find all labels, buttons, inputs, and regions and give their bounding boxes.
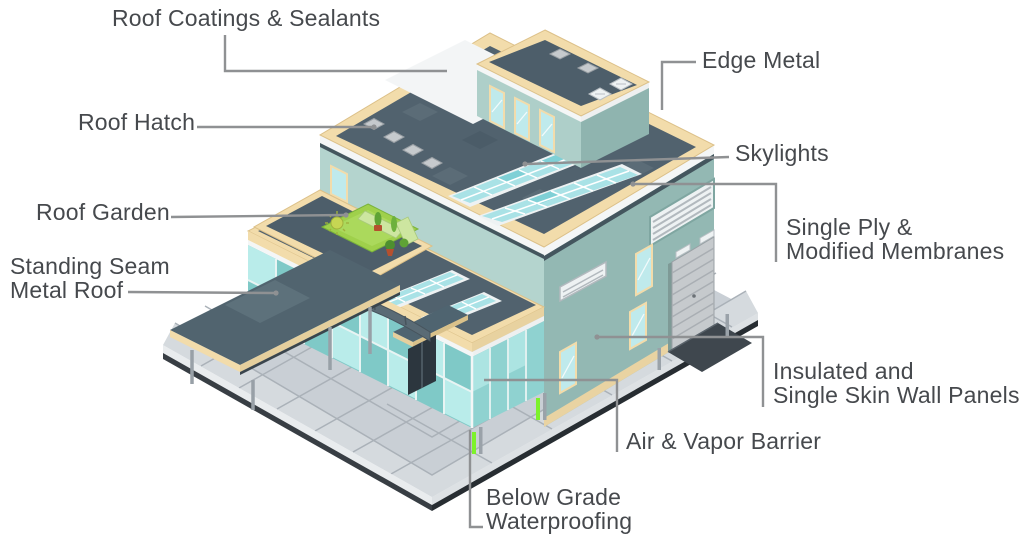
label-roof-hatch: Roof Hatch xyxy=(78,109,196,135)
loading-dock xyxy=(559,177,752,395)
bollards xyxy=(657,314,729,370)
leader-edge-metal xyxy=(660,60,696,110)
leader-below-grade-waterproofing xyxy=(468,430,483,529)
penthouse-hatches xyxy=(548,48,600,74)
canopy-posts xyxy=(190,307,372,410)
garden-hedge xyxy=(357,210,419,246)
dock-ramp xyxy=(668,323,752,372)
label-below-grade-waterproofing: Below Grade Waterproofing xyxy=(486,484,633,534)
skylight-strip xyxy=(478,164,642,226)
louver-vent xyxy=(649,177,715,248)
leader-roof-coatings-sealants xyxy=(223,35,447,73)
leader-dots xyxy=(273,124,636,340)
label-edge-metal: Edge Metal xyxy=(702,47,821,73)
front-bollards xyxy=(472,393,547,454)
leader-skylights xyxy=(526,155,730,166)
leader-insulated-single-skin-wall-panels xyxy=(599,335,765,407)
window xyxy=(330,164,348,204)
leader-standing-seam-metal-roof xyxy=(127,290,275,295)
penthouse xyxy=(475,29,651,168)
label-insulated-single-skin-wall-panels: Insulated and Single Skin Wall Panels xyxy=(773,358,1020,408)
label-standing-seam-metal-roof: Standing Seam Metal Roof xyxy=(10,253,170,303)
roof-vents xyxy=(587,77,634,101)
leader-air-vapor-barrier xyxy=(484,378,619,452)
leader-roof-garden xyxy=(170,213,345,219)
entrance xyxy=(170,250,468,410)
label-roof-garden: Roof Garden xyxy=(36,199,170,225)
label-roof-coatings-sealants: Roof Coatings & Sealants xyxy=(112,5,381,31)
main-roof xyxy=(318,32,716,248)
main-wall-southwest xyxy=(320,135,544,307)
label-single-ply-modified-membranes: Single Ply & Modified Membranes xyxy=(786,214,1005,264)
garden-plants xyxy=(374,212,409,256)
label-air-vapor-barrier: Air & Vapor Barrier xyxy=(626,428,822,454)
label-skylights: Skylights xyxy=(735,140,829,166)
curtain-wall-glass-southeast xyxy=(470,307,544,428)
louver-vent xyxy=(559,260,607,303)
walkway-canopy xyxy=(170,250,400,410)
leader-lines xyxy=(127,35,778,529)
leader-single-ply-modified-membranes xyxy=(635,182,778,262)
